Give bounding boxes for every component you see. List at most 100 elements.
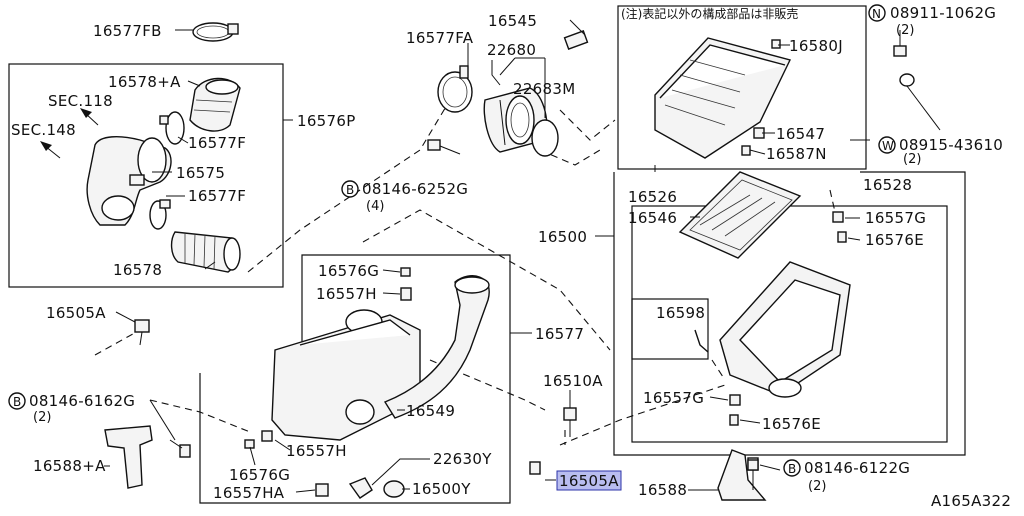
circle-n-08911: N — [868, 4, 886, 22]
label-16577FB[interactable]: 16577FB — [93, 22, 162, 40]
sensor-22630Y — [348, 477, 373, 499]
dash-line-3 — [362, 209, 611, 351]
label-16557H-lower[interactable]: 16557H — [286, 442, 347, 460]
label-16577F-lower[interactable]: 16577F — [188, 187, 246, 205]
label-08146-6122G[interactable]: 08146-6122G — [804, 459, 910, 477]
label-sec148[interactable]: SEC.148 — [11, 121, 76, 139]
label-08911-1062G[interactable]: 08911-1062G — [890, 4, 996, 22]
label-22630Y[interactable]: 22630Y — [433, 450, 492, 468]
label-16588[interactable]: 16588 — [638, 481, 687, 499]
svg-text:N: N — [872, 7, 881, 21]
svg-text:B: B — [13, 395, 21, 409]
label-16505A-highlighted[interactable]: 16505A — [559, 472, 619, 490]
arrow-sec118 — [80, 108, 99, 126]
dash-line-7 — [559, 384, 726, 446]
circle-b-08146-6162G: B — [8, 392, 26, 410]
label-22680[interactable]: 22680 — [487, 41, 536, 59]
label-16576E-upper[interactable]: 16576E — [865, 231, 924, 249]
label-16576P[interactable]: 16576P — [297, 112, 356, 130]
highlight-16505A — [556, 470, 622, 491]
clamp-16577FA — [437, 65, 473, 113]
label-16510A[interactable]: 16510A — [543, 372, 603, 390]
frame-air-cleaner-assembly — [613, 171, 966, 456]
label-16575[interactable]: 16575 — [176, 164, 225, 182]
air-duct-16575 — [86, 136, 172, 226]
label-16577FA[interactable]: 16577FA — [406, 29, 474, 47]
label-16598[interactable]: 16598 — [656, 304, 705, 322]
label-16545[interactable]: 16545 — [488, 12, 537, 30]
label-sec118[interactable]: SEC.118 — [48, 92, 113, 110]
label-16557H-upper[interactable]: 16557H — [316, 285, 377, 303]
label-08146-6252G[interactable]: 08146-6252G — [362, 180, 468, 198]
clamp-16577F-lower — [149, 199, 171, 230]
label-16545 — [563, 30, 589, 50]
bolt-16505A-center — [529, 461, 541, 475]
duct-16578A — [189, 77, 241, 132]
grommet-16576G-lower — [244, 439, 255, 449]
air-cleaner-body-16528 — [719, 261, 851, 398]
label-16587N[interactable]: 16587N — [766, 145, 827, 163]
gasket-22683M — [531, 119, 559, 157]
clip-16598 — [694, 329, 709, 353]
label-16577[interactable]: 16577 — [535, 325, 584, 343]
label-16576G-upper[interactable]: 16576G — [318, 262, 379, 280]
grommet-16557H-lower — [261, 430, 273, 442]
label-16576G-lower[interactable]: 16576G — [229, 466, 290, 484]
washer-08915-43610 — [899, 73, 915, 87]
grommet-16557HA — [315, 483, 329, 497]
label-08146-6162G-qty: (2) — [33, 410, 51, 425]
air-cleaner-cover-16526 — [654, 37, 791, 159]
label-16500[interactable]: 16500 — [538, 228, 587, 246]
grommet-16576G-upper — [400, 267, 411, 277]
bracket-16588 — [717, 449, 767, 501]
resonator-16549 — [271, 309, 421, 441]
label-08915-43610[interactable]: 08915-43610 — [899, 136, 1003, 154]
nut-08911-1062G — [893, 45, 907, 57]
frame-resonator — [199, 254, 511, 504]
circle-b-08146-6122G: B — [783, 459, 801, 477]
svg-text:B: B — [788, 462, 796, 476]
label-16505A-left[interactable]: 16505A — [46, 304, 106, 322]
dash-line-12 — [829, 189, 836, 213]
label-16577F-upper[interactable]: 16577F — [188, 134, 246, 152]
label-16580J[interactable]: 16580J — [789, 37, 843, 55]
dash-line-11 — [539, 149, 601, 166]
label-16526[interactable]: 16526 — [628, 188, 677, 206]
label-16557G-lower[interactable]: 16557G — [643, 389, 704, 407]
label-16500Y[interactable]: 16500Y — [412, 480, 471, 498]
dash-line-5 — [149, 399, 251, 433]
label-16578[interactable]: 16578 — [113, 261, 162, 279]
grommet-16557H-upper — [400, 287, 412, 301]
svg-text:B: B — [346, 183, 354, 197]
hose-16577 — [383, 275, 490, 419]
filter-element-16546 — [678, 171, 802, 259]
label-08911-1062G-qty: (2) — [896, 23, 914, 38]
label-16546[interactable]: 16546 — [628, 209, 677, 227]
label-16578A[interactable]: 16578+A — [108, 73, 181, 91]
label-08146-6162G[interactable]: 08146-6162G — [29, 392, 135, 410]
clamp-16577FB — [192, 22, 239, 42]
bellows-16578 — [170, 231, 241, 273]
label-16576E-lower[interactable]: 16576E — [762, 415, 821, 433]
circle-b-08146-6252G: B — [341, 180, 359, 198]
bolt-16505A-left — [134, 319, 150, 346]
label-22683M[interactable]: 22683M — [513, 80, 575, 98]
label-16528[interactable]: 16528 — [863, 176, 912, 194]
bolt-16510A — [563, 407, 577, 437]
dash-line-2 — [559, 109, 616, 141]
label-16547[interactable]: 16547 — [776, 125, 825, 143]
dash-line-1 — [247, 99, 451, 273]
label-16557G-upper[interactable]: 16557G — [865, 209, 926, 227]
clamp-16577F-upper — [159, 111, 185, 145]
arrow-sec148 — [40, 141, 61, 159]
label-08915-43610-qty: (2) — [903, 152, 921, 167]
bolt-08146-6122G — [747, 459, 759, 471]
svg-text:W: W — [882, 139, 894, 153]
label-16549[interactable]: 16549 — [406, 402, 455, 420]
inset-frame-duct — [8, 63, 284, 288]
label-16557HA[interactable]: 16557HA — [213, 484, 285, 502]
collar-16576E-upper — [837, 231, 847, 243]
air-flow-meter-22680 — [483, 87, 548, 153]
label-16588A[interactable]: 16588+A — [33, 457, 106, 475]
